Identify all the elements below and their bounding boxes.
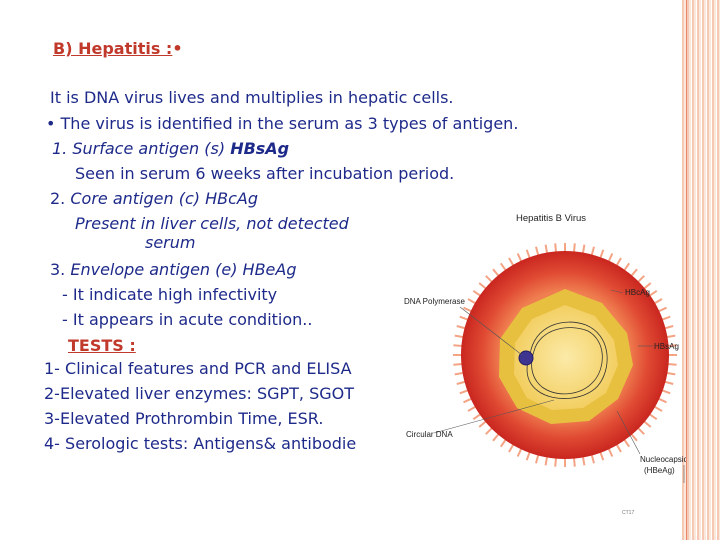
tests-heading: TESTS : [68,336,136,355]
acute-note: - It appears in acute condition.. [62,310,313,329]
bullet-antigen-types: • The virus is identified in the serum a… [46,114,519,133]
label-leaders [433,289,685,483]
slide-heading: B) Hepatitis :• [53,39,183,58]
intro-line: It is DNA virus lives and multiplies in … [50,88,454,107]
core-antigen-note: Present in liver cells, not detected [75,214,349,233]
nucleocapsid-core [514,305,618,410]
test-item-4: 4- Serologic tests: Antigens& antibodie [44,434,357,453]
test-item-3: 3-Elevated Prothrombin Time, ESR. [44,409,324,428]
envelope-antigen-line: 3. Envelope antigen (e) HBeAg [50,260,297,279]
hepatitis-b-virus-diagram: Hepatitis B Virus HBcAg DNA Polymerase H… [404,205,688,525]
label-dna-polymerase: DNA Polymerase [404,297,465,306]
surface-antigen-note: Seen in serum 6 weeks after incubation p… [75,164,455,183]
test-item-2: 2-Elevated liver enzymes: SGPT, SGOT [44,384,355,403]
core-antigen-line: 2. Core antigen (c) HBcAg [50,189,258,208]
core-antigen-note-cont: serum [145,233,196,252]
label-hbcag: HBcAg [625,288,650,297]
heading-bullet: • [172,39,183,58]
dna-polymerase-dot [518,350,534,366]
label-hbeag: (HBeAg) [644,466,675,475]
label-circular-dna: Circular DNA [406,430,453,439]
image-credit: CT17 [622,510,634,516]
infectivity-note: - It indicate high infectivity [62,285,278,304]
diagram-title: Hepatitis B Virus [516,213,586,224]
label-hbsag: HBsAg [654,342,679,351]
decorative-border [682,0,720,540]
test-item-1: 1- Clinical features and PCR and ELISA [44,359,352,378]
label-nucleocapsid: Nucleocapsid [640,455,686,464]
circular-dna [526,321,608,399]
surface-antigen-line: 1. Surface antigen (s) HBsAg [52,139,290,158]
